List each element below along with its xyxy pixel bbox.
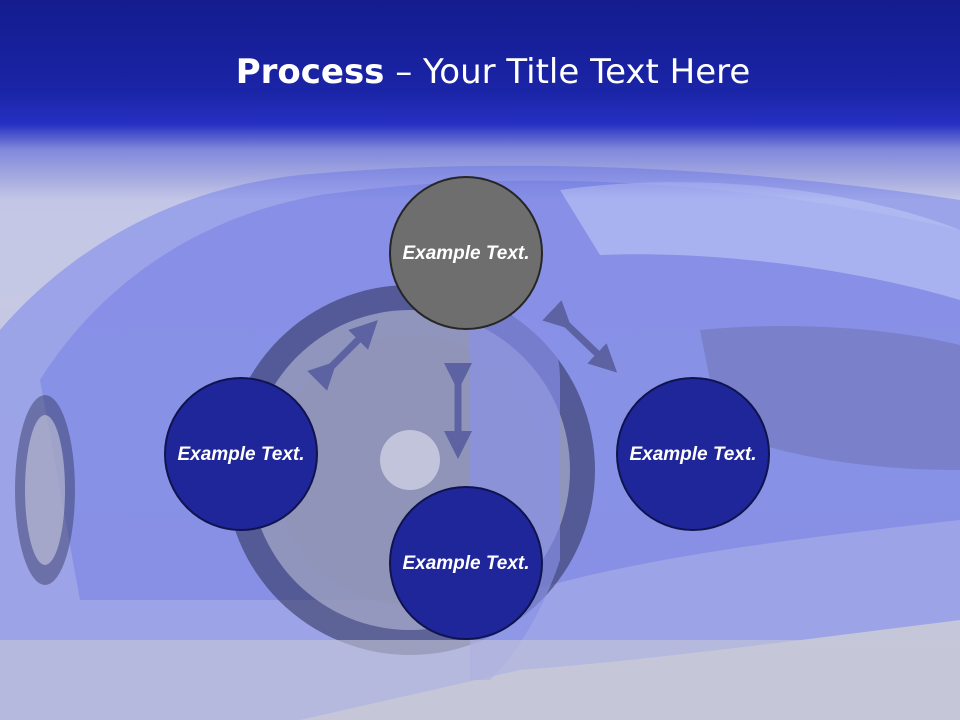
- process-node-bottom: Example Text.: [389, 486, 543, 640]
- title-rest: – Your Title Text Here: [384, 52, 751, 92]
- title-band: [0, 0, 960, 200]
- arrow-top-left: [307, 320, 378, 391]
- node-label: Example Text.: [629, 443, 757, 465]
- process-node-top: Example Text.: [389, 176, 543, 330]
- node-label: Example Text.: [402, 552, 530, 574]
- page-title: Process – Your Title Text Here: [0, 52, 960, 92]
- process-node-left: Example Text.: [164, 377, 318, 531]
- arrow-top-right: [542, 300, 618, 373]
- title-bold: Process: [235, 52, 385, 92]
- node-label: Example Text.: [402, 242, 530, 264]
- process-node-right: Example Text.: [616, 377, 770, 531]
- node-label: Example Text.: [177, 443, 305, 465]
